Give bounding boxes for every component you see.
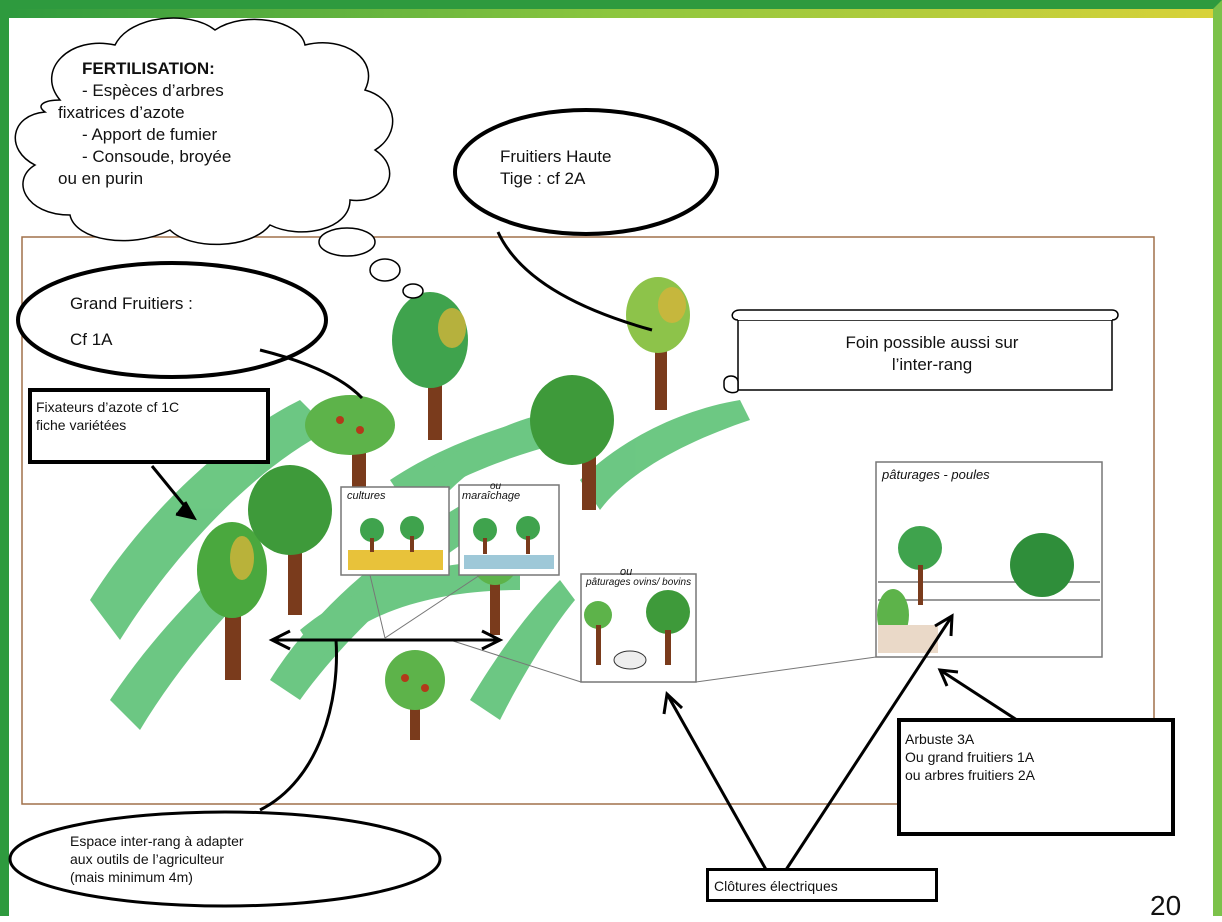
fruitiers-haute-tige-label: Fruitiers Haute Tige : cf 2A xyxy=(500,146,611,190)
label-line: Tige : cf 2A xyxy=(500,169,586,188)
fertilisation-cloud xyxy=(14,17,424,299)
label-line: Foin possible aussi sur xyxy=(845,333,1019,352)
page-number: 20 xyxy=(1150,890,1182,921)
label-line: Cf 1A xyxy=(70,330,113,349)
fertilisation-line: ou en purin xyxy=(58,169,144,188)
inset-label-maraichage: maraîchage xyxy=(462,490,521,502)
inset-label-paturages-poules: pâturages - poules xyxy=(882,467,990,482)
trees xyxy=(197,277,690,740)
tree xyxy=(626,277,690,410)
arbuste-box: Arbuste 3A Ou grand fruitiers 1A ou arbr… xyxy=(897,718,1175,836)
label-line: aux outils de l’agriculteur xyxy=(70,851,225,867)
inset-paturages-ovins xyxy=(580,573,697,683)
fertilisation-line: - Espèces d’arbres xyxy=(82,81,224,100)
fertilisation-text: FERTILISATION: - Espèces d’arbres fixatr… xyxy=(58,58,232,190)
label-line: l’inter-rang xyxy=(891,355,973,374)
inset-label-paturages-ovins: pâturages ovins/ bovins xyxy=(586,577,692,588)
grand-fruitiers-oval xyxy=(16,261,328,379)
espace-label: Espace inter-rang à adapter aux outils d… xyxy=(70,832,244,886)
label-line: Fruitiers Haute xyxy=(500,147,612,166)
tree xyxy=(197,522,267,680)
grand-fruitiers-label: Grand Fruitiers : Cf 1A xyxy=(70,286,193,358)
fertilisation-line: - Consoude, broyée xyxy=(82,147,232,166)
inset-paturages-poules xyxy=(875,461,1103,658)
espace-oval xyxy=(8,810,442,908)
fruitiers-haute-tige-oval xyxy=(453,108,719,236)
tree xyxy=(392,292,468,440)
fertilisation-title: FERTILISATION: xyxy=(82,59,215,78)
foin-scroll xyxy=(723,309,1119,394)
label-line: Arbuste 3A xyxy=(905,731,975,747)
tree xyxy=(248,465,332,615)
pointer-lines xyxy=(150,231,1021,883)
label-line: fiche variétées xyxy=(36,417,127,433)
label-line: Ou grand fruitiers 1A xyxy=(905,749,1035,765)
label-line: Grand Fruitiers : xyxy=(70,294,193,313)
inset-maraichage xyxy=(458,484,560,576)
fertilisation-line: - Apport de fumier xyxy=(82,125,218,144)
clotures-box: Clôtures électriques xyxy=(706,868,938,902)
inset-connectors xyxy=(369,574,877,683)
fixateurs-box: Fixateurs d’azote cf 1C fiche variétées xyxy=(28,388,270,464)
label-line: Espace inter-rang à adapter xyxy=(70,833,244,849)
foin-label: Foin possible aussi sur l’inter-rang xyxy=(782,332,1082,376)
fertilisation-line: fixatrices d’azote xyxy=(58,103,185,122)
inset-label-ou: ou xyxy=(490,481,502,492)
label-line: (mais minimum 4m) xyxy=(70,869,193,885)
label-line: Fixateurs d’azote cf 1C xyxy=(36,399,180,415)
tree xyxy=(530,375,614,510)
tree xyxy=(385,650,445,740)
inset-cultures xyxy=(340,486,450,576)
inset-label-ou: ou xyxy=(620,566,633,578)
clotures-label: Clôtures électriques xyxy=(714,878,838,894)
label-line: ou arbres fruitiers 2A xyxy=(905,767,1035,783)
inset-label-cultures: cultures xyxy=(347,490,386,502)
